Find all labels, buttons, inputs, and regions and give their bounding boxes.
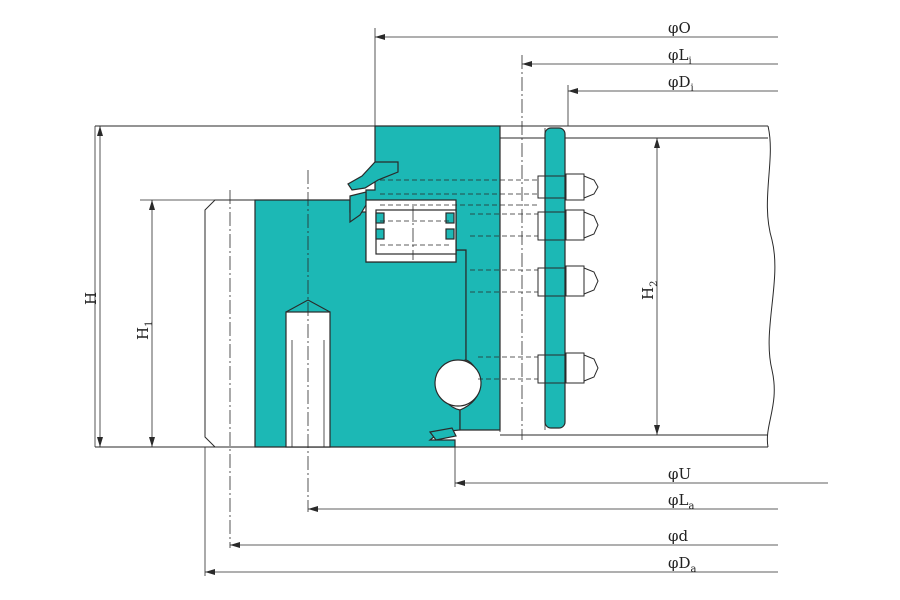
dimension-H2: H2 — [639, 138, 660, 435]
dimension-Di: φDi — [568, 73, 778, 94]
bolt-2 — [470, 209, 599, 241]
svg-text:φO: φO — [668, 19, 691, 37]
svg-text:φd: φd — [668, 527, 689, 545]
bolt-4 — [478, 352, 599, 384]
lower-seal-lip — [349, 191, 367, 224]
svg-text:H1: H1 — [134, 321, 155, 340]
roller-element — [375, 206, 457, 260]
ball-element — [434, 359, 482, 407]
svg-text:φDi: φDi — [668, 73, 694, 94]
dimension-U: φU — [455, 465, 828, 486]
svg-text:φDa: φDa — [668, 554, 697, 575]
dimension-d: φd — [230, 527, 778, 548]
dimension-Da: φDa — [205, 554, 778, 575]
extension-lines — [94, 28, 569, 576]
dimension-O: φO — [375, 19, 778, 40]
svg-text:H2: H2 — [639, 281, 660, 300]
bottom-seal — [428, 427, 457, 441]
dimension-H1: H1 — [134, 199, 215, 447]
center-lines — [229, 55, 523, 548]
svg-text:φU: φU — [668, 465, 691, 483]
svg-text:φLi: φLi — [668, 46, 692, 67]
upper-seal — [347, 161, 399, 191]
svg-text:φLa: φLa — [668, 491, 694, 512]
dimension-Li: φLi — [522, 46, 778, 67]
dimension-H: H — [82, 126, 103, 447]
bolt-group — [380, 173, 599, 384]
svg-text:H: H — [82, 292, 100, 305]
dimension-La: φLa — [308, 491, 778, 512]
bolt-1 — [380, 173, 599, 201]
bolt-3 — [470, 265, 599, 297]
